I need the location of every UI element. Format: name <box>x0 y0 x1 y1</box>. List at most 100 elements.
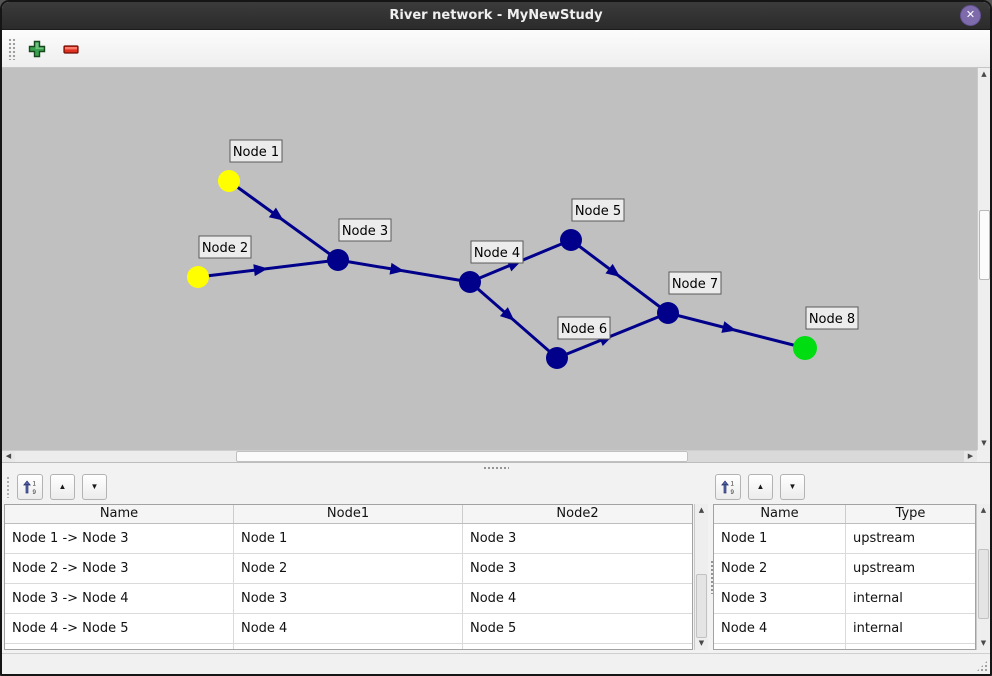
table-cell[interactable]: upstream <box>853 561 916 576</box>
column-header-node2[interactable]: Node2 <box>556 506 599 521</box>
status-bar <box>2 653 990 674</box>
node-label-box[interactable] <box>805 306 859 330</box>
node-label-box[interactable] <box>198 235 252 259</box>
table-cell[interactable]: Node 3 <box>470 531 517 546</box>
table-cell[interactable]: Node 3 <box>714 584 846 613</box>
table-cell[interactable]: Node 2 <box>234 554 463 583</box>
table-cell[interactable]: Node 1 <box>714 524 846 553</box>
links-table-scrollbar[interactable]: ▲ ▼ <box>694 504 708 650</box>
edge-node-2-node-3[interactable] <box>197 258 339 279</box>
toolbar-drag-handle[interactable] <box>6 475 10 498</box>
table-cell[interactable]: upstream <box>853 531 916 546</box>
up-arrow-icon: ▲ <box>58 482 67 491</box>
svg-text:9: 9 <box>33 490 37 495</box>
node-node-6[interactable] <box>546 347 568 369</box>
splitter-grip-icon <box>709 560 713 594</box>
node-label: Node 3 <box>342 224 388 239</box>
node-node-8[interactable] <box>793 336 817 360</box>
scroll-down-icon[interactable]: ▼ <box>980 639 987 647</box>
table-row[interactable]: Node 1 upstream <box>714 524 975 554</box>
scroll-up-icon[interactable]: ▲ <box>698 506 705 514</box>
table-cell <box>5 644 234 649</box>
nodes-scroll-thumb[interactable] <box>978 549 989 619</box>
table-cell[interactable]: Node 1 -> Node 3 <box>5 524 234 553</box>
scroll-down-icon[interactable]: ▼ <box>981 439 987 447</box>
close-button[interactable]: ✕ <box>960 5 981 26</box>
node-node-1[interactable] <box>218 170 240 192</box>
node-node-2[interactable] <box>187 266 209 288</box>
column-header-type[interactable]: Type <box>895 506 926 521</box>
table-cell[interactable]: Node 2 <box>714 554 846 583</box>
canvas-vertical-scrollbar[interactable]: ▲ ▼ <box>977 68 990 450</box>
column-header-name[interactable]: Name <box>714 505 846 523</box>
table-cell[interactable]: Node 2 -> Node 3 <box>5 554 234 583</box>
tables-splitter[interactable] <box>709 504 713 650</box>
node-label-box[interactable] <box>229 139 283 163</box>
hscroll-track[interactable] <box>688 451 964 462</box>
node-node-7[interactable] <box>657 302 679 324</box>
add-button[interactable] <box>24 36 50 62</box>
nodes-table-scrollbar[interactable]: ▲ ▼ <box>976 504 990 650</box>
pane-splitter[interactable] <box>2 462 990 471</box>
edge-node-7-node-8[interactable] <box>667 311 806 350</box>
node-label: Node 4 <box>474 246 520 261</box>
table-cell[interactable]: Node 5 <box>470 621 517 636</box>
table-cell[interactable]: Node 3 <box>234 584 463 613</box>
scroll-up-icon[interactable]: ▲ <box>980 506 987 514</box>
node-label-box[interactable] <box>470 240 524 264</box>
main-toolbar <box>2 30 990 68</box>
svg-text:1: 1 <box>731 481 735 487</box>
sort-nodes-button[interactable]: 1 9 <box>715 473 741 500</box>
remove-button[interactable] <box>58 36 84 62</box>
links-scroll-thumb[interactable] <box>696 574 707 638</box>
scroll-right-icon[interactable]: ▶ <box>964 451 977 462</box>
resize-grip-icon[interactable] <box>976 660 988 672</box>
table-cell[interactable]: Node 1 <box>234 524 463 553</box>
scroll-up-icon[interactable]: ▲ <box>981 70 987 78</box>
scrollbar-corner <box>977 450 990 462</box>
column-header-name[interactable]: Name <box>5 505 234 523</box>
table-row[interactable]: Node 2 upstream <box>714 554 975 584</box>
table-row[interactable]: Node 3 internal <box>714 584 975 614</box>
table-cell[interactable]: Node 4 -> Node 5 <box>5 614 234 643</box>
scroll-left-icon[interactable]: ◀ <box>2 451 15 462</box>
node-node-5[interactable] <box>560 229 582 251</box>
node-node-3[interactable] <box>327 249 349 271</box>
canvas-vscroll-thumb[interactable] <box>979 210 990 280</box>
scroll-down-icon[interactable]: ▼ <box>698 639 705 647</box>
move-up-button[interactable]: ▲ <box>50 473 75 500</box>
titlebar[interactable]: River network - MyNewStudy ✕ <box>2 2 990 30</box>
canvas-hscroll-thumb[interactable] <box>236 451 688 462</box>
node-label-box[interactable] <box>338 218 392 242</box>
table-cell[interactable]: Node 4 <box>714 614 846 643</box>
sort-links-button[interactable]: 1 9 <box>17 473 43 500</box>
node-label-box[interactable] <box>668 271 722 295</box>
move-down-button[interactable]: ▼ <box>82 473 107 500</box>
column-header-node1[interactable]: Node1 <box>234 505 463 523</box>
move-up-button[interactable]: ▲ <box>748 473 773 500</box>
node-label-box[interactable] <box>557 316 611 340</box>
table-cell[interactable]: internal <box>853 591 903 606</box>
node-node-4[interactable] <box>459 271 481 293</box>
table-row[interactable]: Node 4 internal <box>714 614 975 644</box>
edge-arrowhead-icon <box>389 262 405 275</box>
table-cell[interactable]: internal <box>853 621 903 636</box>
canvas-horizontal-scrollbar[interactable]: ◀ ▶ <box>2 450 977 462</box>
node-label: Node 2 <box>202 241 248 256</box>
table-cell[interactable]: Node 4 <box>470 591 517 606</box>
move-down-button[interactable]: ▼ <box>780 473 805 500</box>
node-label: Node 1 <box>233 145 279 160</box>
table-cell[interactable]: Node 3 <box>470 561 517 576</box>
table-cell[interactable]: Node 3 -> Node 4 <box>5 584 234 613</box>
table-cell[interactable]: Node 4 <box>234 614 463 643</box>
node-label-box[interactable] <box>571 198 625 222</box>
toolbar-drag-handle[interactable] <box>8 37 16 60</box>
minus-icon <box>63 44 79 54</box>
hscroll-track[interactable] <box>15 451 236 462</box>
